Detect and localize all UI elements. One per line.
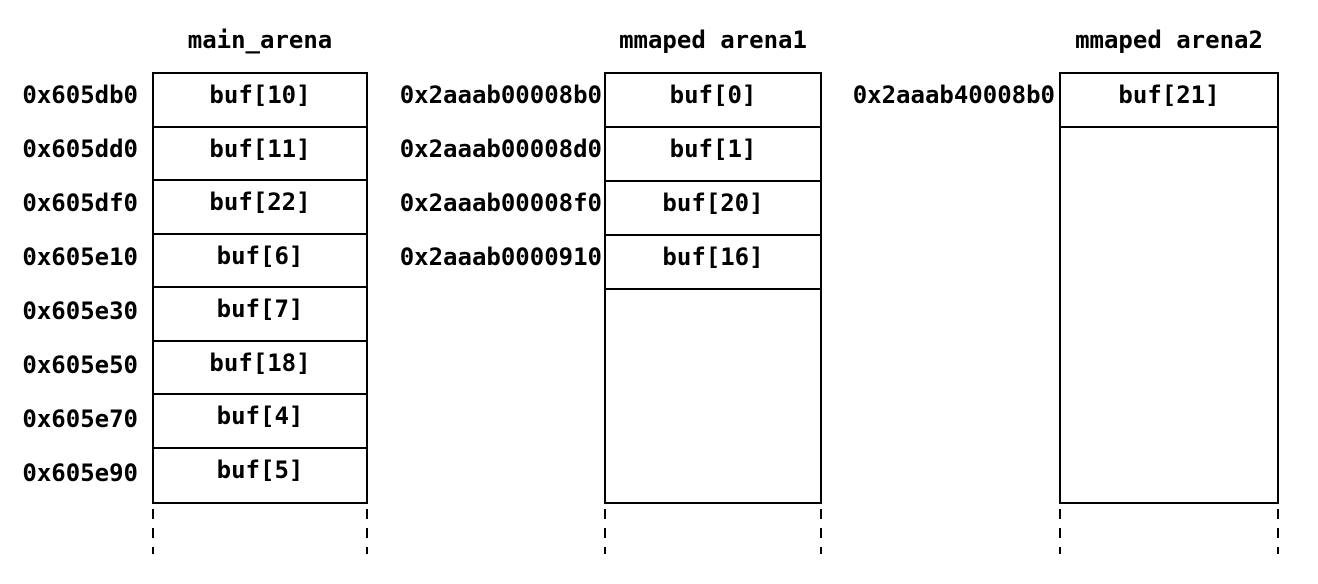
arena-box-mmaped-arena1: buf[0] buf[1] buf[20] buf[16] xyxy=(604,72,822,504)
arena-title-mmaped-arena2: mmaped arena2 xyxy=(1075,26,1263,54)
chunk-cell: buf[18] xyxy=(154,342,366,395)
chunk-cell: buf[4] xyxy=(154,395,366,449)
chunk-cell: buf[11] xyxy=(154,128,366,181)
arena-box-mmaped-arena2: buf[21] xyxy=(1059,72,1279,504)
continuation-dash-right xyxy=(820,509,822,554)
chunk-cell: buf[6] xyxy=(154,235,366,288)
continuation-dash-left xyxy=(1059,509,1061,554)
chunk-cell: buf[10] xyxy=(154,74,366,128)
continuation-dash-left xyxy=(152,509,154,554)
free-space xyxy=(606,290,820,502)
continuation-dash-left xyxy=(604,509,606,554)
chunk-address: 0x605e10 xyxy=(22,243,138,271)
arena-title-mmaped-arena1: mmaped arena1 xyxy=(619,26,807,54)
chunk-address: 0x605e90 xyxy=(22,459,138,487)
chunk-cell: buf[1] xyxy=(606,128,820,182)
chunk-address: 0x605db0 xyxy=(22,81,138,109)
chunk-cell: buf[5] xyxy=(216,455,304,484)
chunk-address: 0x605df0 xyxy=(22,189,138,217)
arena-title-main-arena: main_arena xyxy=(187,26,333,54)
arena-box-main-arena: buf[10] buf[11] buf[22] buf[6] buf[7] bu… xyxy=(152,72,368,504)
chunk-address: 0x2aaab00008b0 xyxy=(399,81,602,109)
chunk-address: 0x2aaab00008d0 xyxy=(399,135,602,163)
chunk-cell: buf[7] xyxy=(154,288,366,342)
chunk-address: 0x2aaab0000910 xyxy=(399,243,602,271)
continuation-dash-right xyxy=(1277,509,1279,554)
chunk-cell: buf[20] xyxy=(606,182,820,236)
chunk-address: 0x605e70 xyxy=(22,405,138,433)
continuation-dash-right xyxy=(366,509,368,554)
chunk-cell: buf[0] xyxy=(606,74,820,128)
free-space xyxy=(1061,128,1277,502)
chunk-cell: buf[16] xyxy=(606,236,820,290)
chunk-address: 0x605e30 xyxy=(22,297,138,325)
chunk-cell: buf[21] xyxy=(1061,74,1277,128)
chunk-address: 0x605e50 xyxy=(22,351,138,379)
chunk-cell: buf[22] xyxy=(154,181,366,235)
chunk-address: 0x2aaab40008b0 xyxy=(852,81,1055,109)
chunk-address: 0x605dd0 xyxy=(22,135,138,163)
chunk-address: 0x2aaab00008f0 xyxy=(399,189,602,217)
